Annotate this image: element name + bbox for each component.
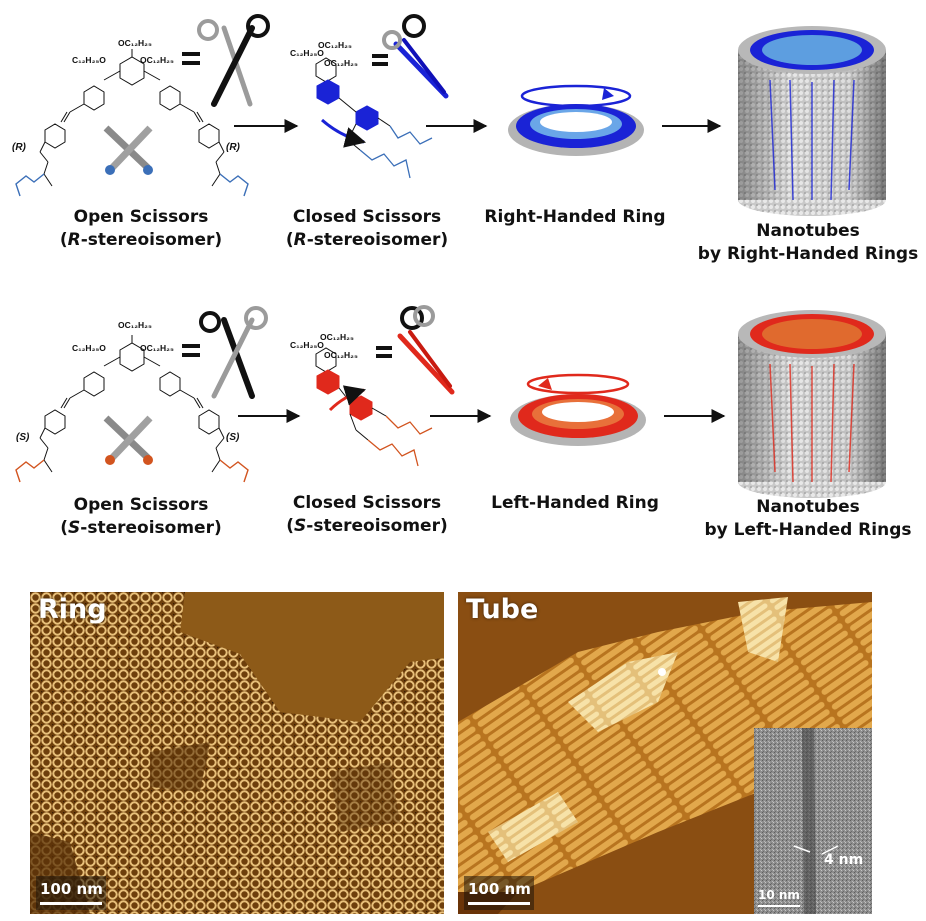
chem-label-oc12-right-closed-r: OC₁₂H₂₅: [324, 58, 358, 68]
open-scissors-icon-s: [199, 306, 268, 399]
stereo-label-right-r: (R): [226, 142, 240, 153]
caption-open-scissors-s: Open Scissors (S-stereoisomer): [36, 494, 246, 540]
stereo-label-left-s: (S): [16, 432, 30, 443]
open-scissors-model-s: [103, 415, 153, 465]
caption-closed-line2-s: (S-stereoisomer): [286, 516, 448, 536]
caption-nanotubes-r: Nanotubes by Right-Handed Rings: [690, 220, 926, 266]
caption-open-line2-s: (S-stereoisomer): [60, 518, 222, 538]
tem-inset-image: [754, 728, 872, 914]
caption-open-line1-r: Open Scissors: [73, 207, 209, 227]
caption-closed-line1-r: Closed Scissors: [292, 207, 442, 227]
caption-left-handed-ring: Left-Handed Ring: [491, 493, 659, 513]
caption-open-line2-r: (R-stereoisomer): [59, 230, 223, 250]
tube-scale-bar: [468, 902, 530, 905]
chem-label-oc12-top-closed-s: OC₁₂H₂₅: [320, 332, 354, 342]
chem-label-oc12-top-s: OC₁₂H₂₅: [118, 320, 152, 330]
right-handed-ring-model: [508, 84, 644, 156]
chem-label-c12-closed-r: C₁₂H₂₅O: [290, 48, 324, 58]
equals-icon-3: [182, 344, 200, 357]
closed-scissors-molecule-r: [315, 57, 391, 151]
ring-micrograph-image: [30, 592, 444, 914]
left-handed-ring-model: [510, 373, 646, 446]
tem-inset-width-label: 4 nm: [824, 852, 864, 868]
caption-closed-line2-r: (R-stereoisomer): [285, 230, 449, 250]
chem-label-oc12-right-s: OC₁₂H₂₅: [140, 343, 174, 353]
open-scissors-icon-r: [197, 14, 270, 107]
caption-nanotubes-s: Nanotubes by Left-Handed Rings: [690, 496, 926, 542]
closed-scissors-icon-s: [397, 305, 455, 395]
ring-panel-title: Ring: [38, 594, 107, 625]
chem-label-oc12-right-closed-s: OC₁₂H₂₅: [324, 350, 358, 360]
tube-micrograph: Tube 100 nm 4 nm 10 nm: [458, 592, 872, 914]
open-scissors-molecule-r: [39, 49, 225, 187]
ring-micrograph: Ring 100 nm: [30, 592, 444, 914]
tem-inset: 4 nm 10 nm: [754, 728, 872, 914]
equals-icon-1: [182, 52, 200, 65]
chem-label-oc12-top-closed-r: OC₁₂H₂₅: [318, 40, 352, 50]
rotation-arrow-s: [328, 385, 367, 412]
open-scissors-model-r: [103, 125, 153, 175]
open-scissors-sidechains-s: [15, 459, 249, 483]
chem-label-oc12-top-r: OC₁₂H₂₅: [118, 38, 152, 48]
caption-open-scissors-r: Open Scissors (R-stereoisomer): [36, 206, 246, 252]
nanotube-model-s: [738, 310, 886, 498]
closed-scissors-sidechains-r: [359, 125, 433, 179]
equals-icon-4: [376, 346, 392, 358]
rotation-arrow-r: [321, 118, 367, 148]
caption-nanotubes-line1-r: Nanotubes: [756, 221, 860, 241]
chem-label-c12-left-r: C₁₂H₂₅O: [72, 55, 106, 65]
chem-label-c12-closed-s: C₁₂H₂₅O: [290, 340, 324, 350]
tube-panel-title: Tube: [466, 594, 539, 625]
open-scissors-sidechains-r: [15, 173, 249, 197]
nanotube-model-r: [738, 26, 886, 216]
caption-nanotubes-line2-s: by Left-Handed Rings: [704, 520, 912, 540]
chem-label-c12-left-s: C₁₂H₂₅O: [72, 343, 106, 353]
caption-open-line1-s: Open Scissors: [73, 495, 209, 515]
caption-closed-scissors-r: Closed Scissors (R-stereoisomer): [262, 206, 472, 252]
ring-scale-label: 100 nm: [40, 880, 103, 898]
open-scissors-molecule-s: [39, 335, 225, 473]
closed-scissors-sidechains-s: [367, 415, 433, 467]
equals-icon-2: [372, 54, 388, 66]
caption-right-handed-ring: Right-Handed Ring: [484, 207, 666, 227]
caption-nanotubes-line2-r: by Right-Handed Rings: [697, 244, 919, 264]
row-r-schematic: [15, 14, 886, 498]
caption-nanotubes-line1-s: Nanotubes: [756, 497, 860, 517]
tube-scale-label: 100 nm: [468, 880, 531, 898]
chem-label-oc12-right-r: OC₁₂H₂₅: [140, 55, 174, 65]
tem-inset-scale-label: 10 nm: [758, 888, 800, 902]
stereo-label-right-s: (S): [226, 432, 240, 443]
closed-scissors-icon-r: [382, 14, 449, 99]
caption-closed-scissors-s: Closed Scissors (S-stereoisomer): [262, 492, 472, 538]
ring-scale-bar: [40, 902, 102, 905]
tem-inset-scale-bar: [758, 905, 800, 907]
caption-closed-line1-s: Closed Scissors: [292, 493, 442, 513]
stereo-label-left-r: (R): [12, 142, 26, 153]
